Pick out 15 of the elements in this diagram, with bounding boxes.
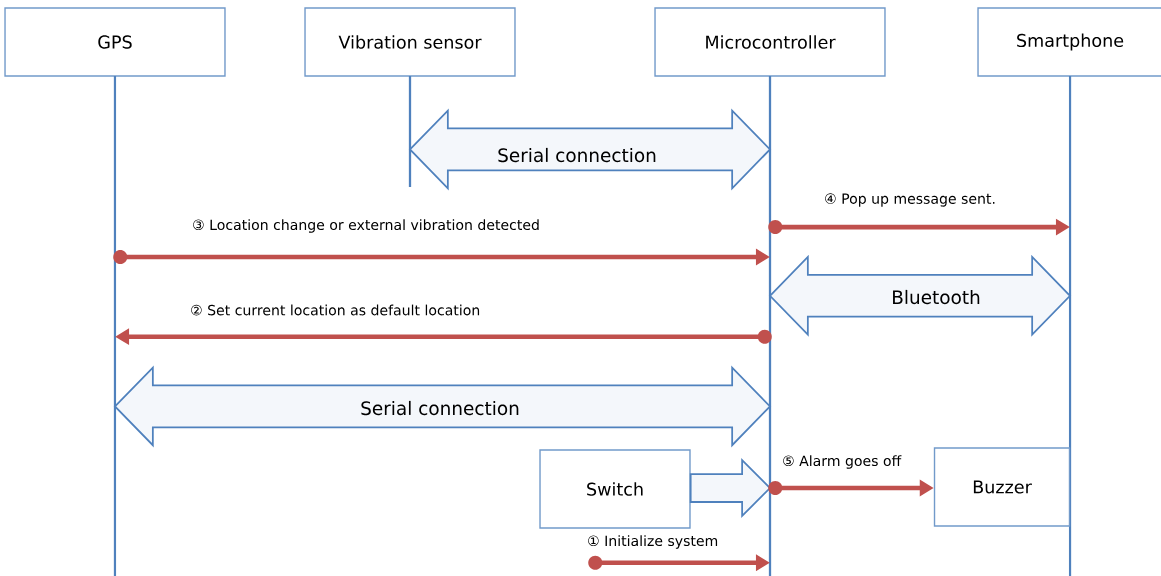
- edge-label: ③ Location change or external vibration detected: [190, 217, 542, 235]
- component-box: Buzzer: [933, 447, 1071, 527]
- connection-arrow: [689, 458, 772, 519]
- edge-label: Serial connection: [498, 147, 656, 163]
- edge-label: ② Set current location as default location: [188, 302, 482, 318]
- edge-label: ⑤ Alarm goes off: [780, 453, 903, 471]
- participant-box: Vibration sensor: [304, 7, 516, 77]
- participant-box: GPS: [4, 7, 226, 77]
- edge-label: Bluetooth: [893, 289, 980, 305]
- edge-label: Serial connection: [361, 400, 519, 416]
- participant-box: Smartphone: [977, 7, 1161, 77]
- participant-box: Microcontroller: [654, 7, 886, 77]
- component-box: Switch: [539, 449, 691, 529]
- edge-label: ① Initialize system: [585, 533, 721, 551]
- edge-label: ④ Pop up message sent.: [822, 191, 998, 209]
